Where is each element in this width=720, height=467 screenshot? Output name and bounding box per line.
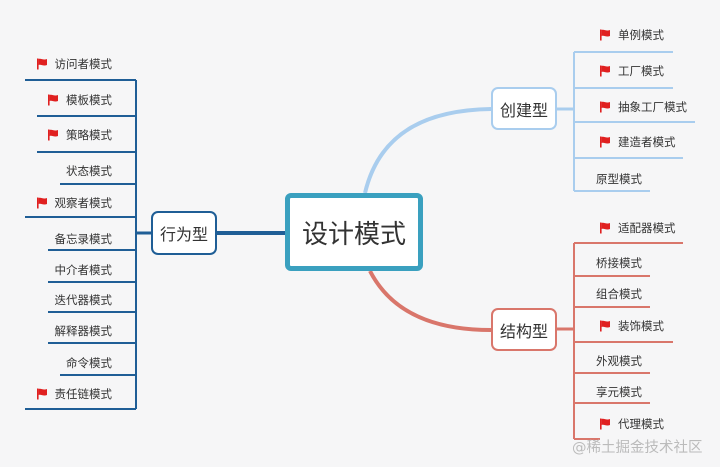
leaf-creational[interactable]: 建造者模式 bbox=[599, 133, 676, 151]
branch-creational-label: 创建型 bbox=[499, 100, 548, 120]
leaf-behavioral[interactable]: 迭代器模式 bbox=[55, 291, 113, 309]
leaf-label: 迭代器模式 bbox=[54, 293, 113, 307]
leaf-label: 抽象工厂模式 bbox=[618, 100, 687, 114]
leaf-structural[interactable]: 代理模式 bbox=[599, 415, 664, 433]
leaf-behavioral[interactable]: 解释器模式 bbox=[55, 322, 113, 340]
flag-icon bbox=[36, 58, 48, 70]
branch-behavioral-label: 行为型 bbox=[159, 225, 208, 244]
flag-icon bbox=[599, 29, 611, 41]
root-label: 设计模式 bbox=[301, 219, 406, 250]
leaf-label: 建造者模式 bbox=[618, 135, 676, 149]
flag-icon bbox=[599, 418, 611, 430]
leaf-label: 命令模式 bbox=[66, 356, 112, 370]
leaf-label: 解释器模式 bbox=[54, 324, 113, 338]
leaf-creational[interactable]: 工厂模式 bbox=[599, 62, 664, 80]
leaf-structural[interactable]: 享元模式 bbox=[596, 383, 642, 401]
flag-icon bbox=[47, 129, 59, 141]
leaf-structural[interactable]: 适配器模式 bbox=[599, 219, 676, 237]
leaf-structural[interactable]: 装饰模式 bbox=[599, 317, 664, 335]
leaf-label: 原型模式 bbox=[596, 172, 642, 186]
leaf-behavioral[interactable]: 中介者模式 bbox=[55, 261, 113, 279]
leaf-behavioral[interactable]: 责任链模式 bbox=[36, 385, 113, 403]
leaf-label: 中介者模式 bbox=[54, 263, 113, 277]
leaf-behavioral[interactable]: 策略模式 bbox=[47, 126, 112, 144]
leaf-label: 代理模式 bbox=[618, 417, 664, 431]
leaf-label: 桥接模式 bbox=[596, 256, 642, 270]
leaf-label: 适配器模式 bbox=[618, 221, 676, 235]
leaf-structural[interactable]: 组合模式 bbox=[596, 285, 642, 303]
leaf-behavioral[interactable]: 模板模式 bbox=[47, 91, 112, 109]
leaf-label: 观察者模式 bbox=[54, 196, 113, 210]
branch-behavioral[interactable]: 行为型 bbox=[151, 211, 217, 255]
branch-structural[interactable]: 结构型 bbox=[491, 308, 557, 351]
root-node[interactable]: 设计模式 bbox=[285, 193, 423, 271]
leaf-label: 状态模式 bbox=[66, 164, 112, 178]
leaf-creational[interactable]: 单例模式 bbox=[599, 26, 664, 44]
creational-leaf-lines bbox=[557, 51, 695, 192]
flag-icon bbox=[599, 320, 611, 332]
watermark: @稀土掘金技术社区 bbox=[572, 440, 703, 456]
flag-icon bbox=[36, 197, 48, 209]
leaf-behavioral[interactable]: 访问者模式 bbox=[36, 55, 113, 73]
leaf-label: 组合模式 bbox=[596, 287, 642, 301]
structural-leaf-lines bbox=[557, 242, 683, 440]
leaf-structural[interactable]: 桥接模式 bbox=[596, 254, 642, 272]
leaf-behavioral[interactable]: 状态模式 bbox=[66, 162, 112, 180]
flag-icon bbox=[599, 101, 611, 113]
connector-root-creational bbox=[363, 107, 492, 194]
flag-icon bbox=[599, 65, 611, 77]
leaf-label: 外观模式 bbox=[596, 354, 642, 368]
leaf-creational[interactable]: 抽象工厂模式 bbox=[599, 98, 687, 116]
behavioral-leaf-lines bbox=[25, 79, 151, 410]
leaf-label: 享元模式 bbox=[596, 385, 642, 399]
leaf-creational[interactable]: 原型模式 bbox=[596, 170, 642, 188]
leaf-label: 工厂模式 bbox=[618, 64, 664, 78]
leaf-behavioral[interactable]: 命令模式 bbox=[66, 354, 112, 372]
leaf-structural[interactable]: 外观模式 bbox=[596, 352, 642, 370]
leaf-label: 责任链模式 bbox=[54, 387, 113, 401]
connector-root-structural bbox=[368, 270, 492, 332]
leaf-label: 策略模式 bbox=[66, 128, 112, 142]
flag-icon bbox=[47, 94, 59, 106]
branch-creational[interactable]: 创建型 bbox=[491, 87, 557, 130]
flag-icon bbox=[599, 222, 611, 234]
flag-icon bbox=[599, 136, 611, 148]
leaf-label: 装饰模式 bbox=[618, 319, 664, 333]
branch-structural-label: 结构型 bbox=[499, 321, 548, 341]
leaf-behavioral[interactable]: 观察者模式 bbox=[36, 194, 113, 212]
leaf-label: 单例模式 bbox=[618, 28, 664, 42]
leaf-label: 模板模式 bbox=[66, 93, 112, 107]
leaf-label: 访问者模式 bbox=[54, 57, 113, 71]
flag-icon bbox=[36, 388, 48, 400]
leaf-label: 备忘录模式 bbox=[54, 232, 113, 246]
leaf-behavioral[interactable]: 备忘录模式 bbox=[55, 230, 113, 248]
